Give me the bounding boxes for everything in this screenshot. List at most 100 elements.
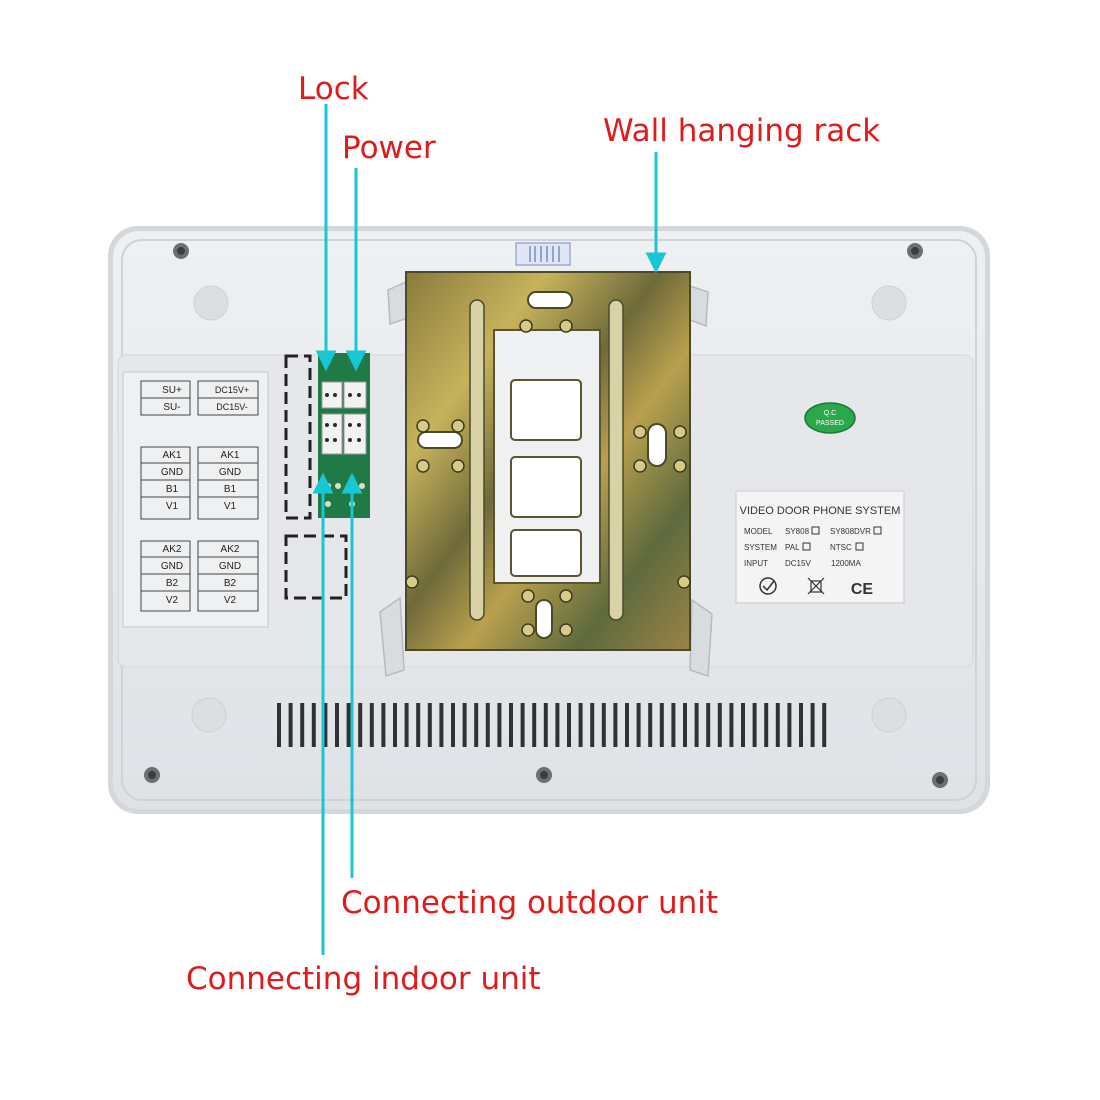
cutout-frames <box>284 354 348 600</box>
wire-gnd1-left: GND <box>161 467 183 478</box>
callout-connecting-indoor-unit: Connecting indoor unit <box>186 961 541 997</box>
grille-slot <box>381 703 386 747</box>
spec-input-voltage: DC15V <box>785 559 811 568</box>
wiring-diagram-sticker: SU+ SU- DC15V+ DC15V- AK1 GND B1 V1 AK1 … <box>122 371 269 628</box>
callout-connecting-outdoor-unit: Connecting outdoor unit <box>341 885 719 921</box>
wire-v2-right: V2 <box>224 595 237 606</box>
wire-b1-right: B1 <box>224 484 237 495</box>
grille-slot <box>567 703 571 747</box>
grille-slot <box>346 703 351 747</box>
outdoor-arrow <box>341 472 363 878</box>
spec-model-opt2: SY808DVR <box>830 527 871 536</box>
grille-slot <box>485 703 490 747</box>
grille-slot <box>764 703 769 747</box>
wire-dc15v-plus: DC15V+ <box>215 385 249 395</box>
grille-slot <box>694 703 699 747</box>
grille-slot <box>636 703 641 747</box>
grille-slot <box>288 703 293 747</box>
grille-slot <box>810 703 815 747</box>
indoor-arrow <box>312 472 334 955</box>
grille-slot <box>659 703 664 747</box>
spec-system-opt2-checkbox <box>855 542 864 551</box>
spec-model-opt1: SY808 <box>785 527 810 536</box>
lock-connector <box>321 381 343 409</box>
grille-slot <box>474 703 479 747</box>
power-connector <box>343 381 367 409</box>
grille-slot <box>509 703 513 747</box>
rack-clips <box>379 280 713 678</box>
screws <box>144 243 948 788</box>
grille-slot <box>427 703 432 747</box>
wire-b2-right: B2 <box>224 578 237 589</box>
grille-slot <box>277 703 281 747</box>
wire-v1-right: V1 <box>224 501 237 512</box>
corner-bumps <box>191 285 907 733</box>
grille-slot <box>335 703 339 747</box>
outdoor-connector <box>343 413 367 455</box>
wire-ak1-right: AK1 <box>221 450 240 461</box>
spec-model-opt1-checkbox <box>811 526 820 535</box>
wire-v2-left: V2 <box>166 595 179 606</box>
grille-slot <box>717 703 722 747</box>
grille-slot <box>822 703 827 747</box>
wire-dc15v-minus: DC15V- <box>216 402 248 412</box>
rack-slots <box>469 299 624 621</box>
grille-slot <box>311 703 316 747</box>
grille-slot <box>775 703 780 747</box>
callout-arrows <box>312 104 667 955</box>
spec-input-label: INPUT <box>744 559 768 568</box>
rack-holes <box>417 291 667 639</box>
qc-text: Q.C <box>824 410 836 417</box>
grille-slot <box>799 703 803 747</box>
qc-passed-badge: Q.C PASSED <box>804 402 856 434</box>
grille-slot <box>787 703 792 747</box>
grille-slot <box>393 703 397 747</box>
wire-b1-left: B1 <box>166 484 179 495</box>
spec-system-opt2: NTSC <box>830 543 852 552</box>
spec-system-opt1-checkbox <box>802 542 811 551</box>
spec-input-current: 1200MA <box>831 559 861 568</box>
grille-slot <box>613 703 618 747</box>
grille-slot <box>578 703 583 747</box>
wire-v1-left: V1 <box>166 501 179 512</box>
spec-system-label: SYSTEM <box>744 543 777 552</box>
barcode-lines <box>529 246 560 262</box>
grille-slot <box>601 703 606 747</box>
grille-slot <box>520 703 525 747</box>
grille-slot <box>358 703 363 747</box>
certification-icon <box>759 577 777 595</box>
grille-slot <box>439 703 444 747</box>
grille-slot <box>752 703 757 747</box>
spec-model-opt2-checkbox <box>873 526 882 535</box>
callout-power: Power <box>342 130 436 166</box>
wire-gnd1-right: GND <box>219 467 241 478</box>
wire-ak1-left: AK1 <box>163 450 182 461</box>
spec-model-label: MODEL <box>744 527 773 536</box>
spec-label: VIDEO DOOR PHONE SYSTEM MODEL SY808 SY80… <box>735 490 905 604</box>
rack-windows <box>510 379 582 577</box>
barcode-sticker <box>515 242 571 266</box>
callout-wall-hanging-rack: Wall hanging rack <box>603 113 881 149</box>
indoor-connector <box>321 413 343 455</box>
grille-slot <box>671 703 676 747</box>
wire-ak2-left: AK2 <box>163 544 182 555</box>
callout-lock: Lock <box>298 71 369 107</box>
grille-slot <box>648 703 653 747</box>
wire-su-plus: SU+ <box>162 385 182 396</box>
wall-rack-arrow <box>645 152 667 274</box>
grille-slot <box>497 703 502 747</box>
wall-hanging-rack <box>405 271 691 651</box>
grille-slot <box>300 703 305 747</box>
grille-slot <box>404 703 409 747</box>
wire-ak2-right: AK2 <box>221 544 240 555</box>
wire-b2-left: B2 <box>166 578 179 589</box>
grille-slot <box>706 703 711 747</box>
rack-rivets <box>405 319 691 637</box>
grille-slot <box>543 703 548 747</box>
grille-slot <box>741 703 745 747</box>
grille-slot <box>590 703 595 747</box>
power-arrow <box>345 168 367 372</box>
grille-slot <box>369 703 374 747</box>
grille-slot <box>683 703 687 747</box>
